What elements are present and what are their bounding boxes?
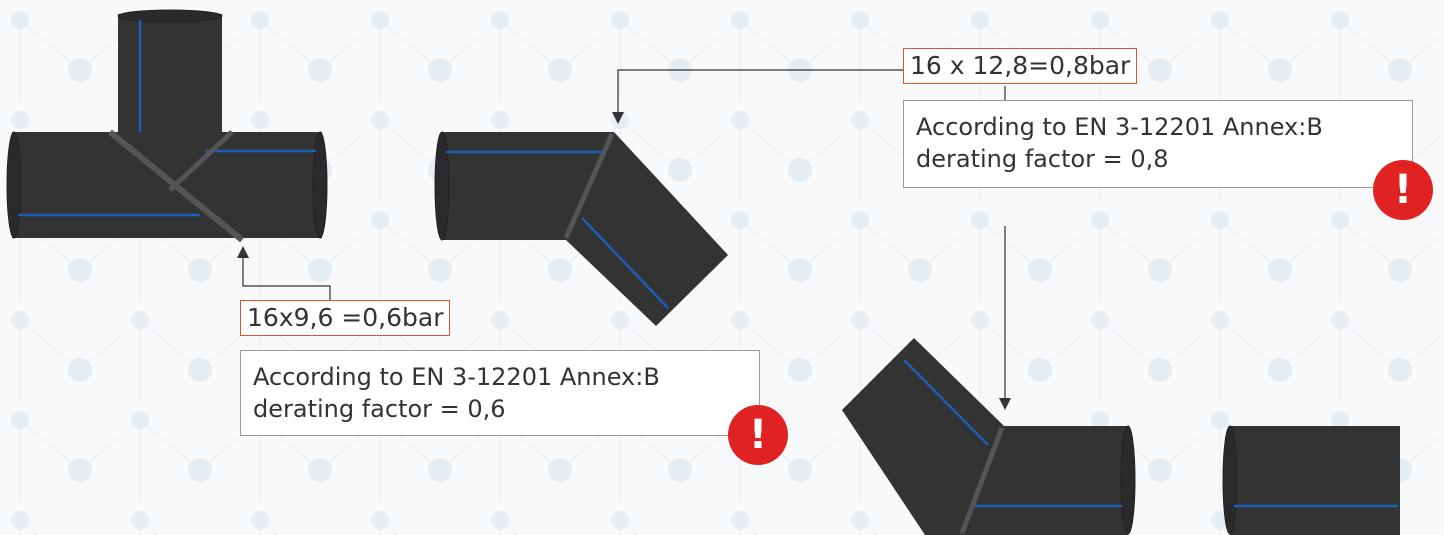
tee-leader-line bbox=[237, 246, 331, 300]
elbow-top-left-end bbox=[434, 131, 450, 241]
elbow-pressure-equation: 16 x 12,8=0,8bar bbox=[903, 48, 1138, 84]
straight-pipe-end bbox=[1222, 425, 1238, 535]
elbow-bottom-seam bbox=[959, 427, 1005, 534]
elbow-note-line1: According to EN 3-12201 Annex:B bbox=[916, 113, 1323, 141]
elbow-fitting-top bbox=[434, 131, 728, 326]
tee-note-line1: According to EN 3-12201 Annex:B bbox=[253, 363, 660, 391]
elbow-note-line2: derating factor = 0,8 bbox=[916, 145, 1169, 173]
tee-run-left-end bbox=[6, 131, 22, 239]
tee-run-pipe bbox=[12, 132, 322, 238]
elbow-top-seam bbox=[563, 132, 615, 240]
elbow-bottom-segment-a bbox=[842, 338, 1004, 535]
exclamation-circle-icon: ! bbox=[1373, 160, 1433, 220]
elbow-bottom-stripe-a bbox=[903, 359, 989, 446]
elbow-bottom-segment-b bbox=[960, 426, 1128, 535]
tee-derating-note: According to EN 3-12201 Annex:B derating… bbox=[240, 350, 760, 436]
tee-fitting bbox=[6, 9, 328, 243]
elbow-derating-note: According to EN 3-12201 Annex:B derating… bbox=[903, 100, 1413, 188]
exclamation-circle-icon: ! bbox=[728, 405, 788, 465]
tee-branch-pipe bbox=[118, 14, 222, 144]
tee-weld-seam-2 bbox=[168, 130, 234, 192]
tee-note-line2: derating factor = 0,6 bbox=[253, 395, 506, 423]
elbow-top-segment-b bbox=[566, 132, 728, 326]
tee-branch-end bbox=[117, 9, 223, 23]
elbow-bottom-right-end bbox=[1120, 425, 1136, 535]
elbow-top-stripe-b bbox=[581, 217, 669, 309]
straight-pipe bbox=[1222, 425, 1400, 535]
elbow-top-segment-a bbox=[442, 132, 614, 240]
elbow-fitting-bottom bbox=[842, 338, 1136, 535]
elbow-top-leader-line bbox=[612, 69, 903, 124]
tee-run-right-end bbox=[312, 131, 328, 239]
straight-pipe-body bbox=[1230, 426, 1400, 535]
tee-pressure-equation: 16x9,6 =0,6bar bbox=[240, 300, 451, 336]
